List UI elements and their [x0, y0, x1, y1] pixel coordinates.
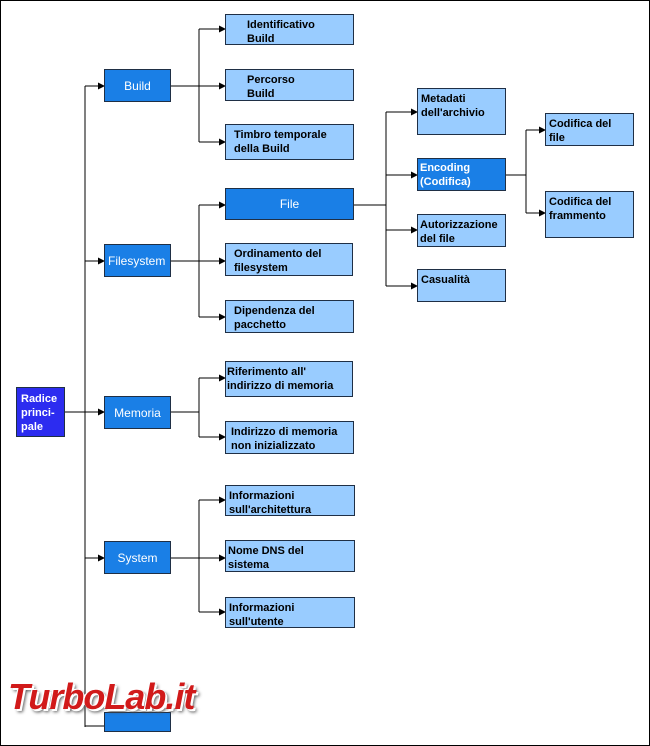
leaf-archive-metadata: Metadati dell'archivio: [417, 88, 506, 135]
leaf-fs-ordering: Ordinamento del filesystem: [225, 243, 353, 276]
branch-system: System: [104, 541, 171, 574]
branch-filesystem: Filesystem: [104, 244, 171, 277]
leaf-build-timestamp: Timbro temporale della Build: [225, 124, 354, 160]
leaf-uninitialized-memory: Indirizzo di memoria non inizializzato: [225, 421, 354, 454]
leaf-randomness: Casualità: [417, 269, 506, 302]
leaf-build-id: Identificativo Build: [225, 14, 354, 45]
leaf-file-encoding: Codifica del file: [545, 113, 634, 146]
branch-memoria: Memoria: [104, 396, 171, 429]
leaf-encoding: Encoding (Codifica): [417, 158, 506, 191]
watermark-logo: TurboLab.it: [8, 676, 195, 717]
leaf-architecture-info: Informazioni sull'architettura: [225, 485, 355, 516]
leaf-user-info: Informazioni sull'utente: [225, 597, 355, 628]
leaf-package-dependency: Dipendenza del pacchetto: [225, 300, 354, 333]
leaf-build-path: Percorso Build: [225, 69, 354, 101]
leaf-file: File: [225, 188, 354, 220]
root-node: Radice princi- pale: [16, 387, 65, 437]
leaf-file-permission: Autorizzazione del file: [417, 214, 506, 247]
leaf-fragment-encoding: Codifica del frammento: [545, 191, 634, 238]
branch-bottom-partial: [104, 712, 171, 732]
leaf-dns-name: Nome DNS del sistema: [225, 540, 355, 572]
leaf-memory-reference: Riferimento all' indirizzo di memoria: [225, 361, 353, 397]
branch-build: Build: [104, 69, 171, 102]
